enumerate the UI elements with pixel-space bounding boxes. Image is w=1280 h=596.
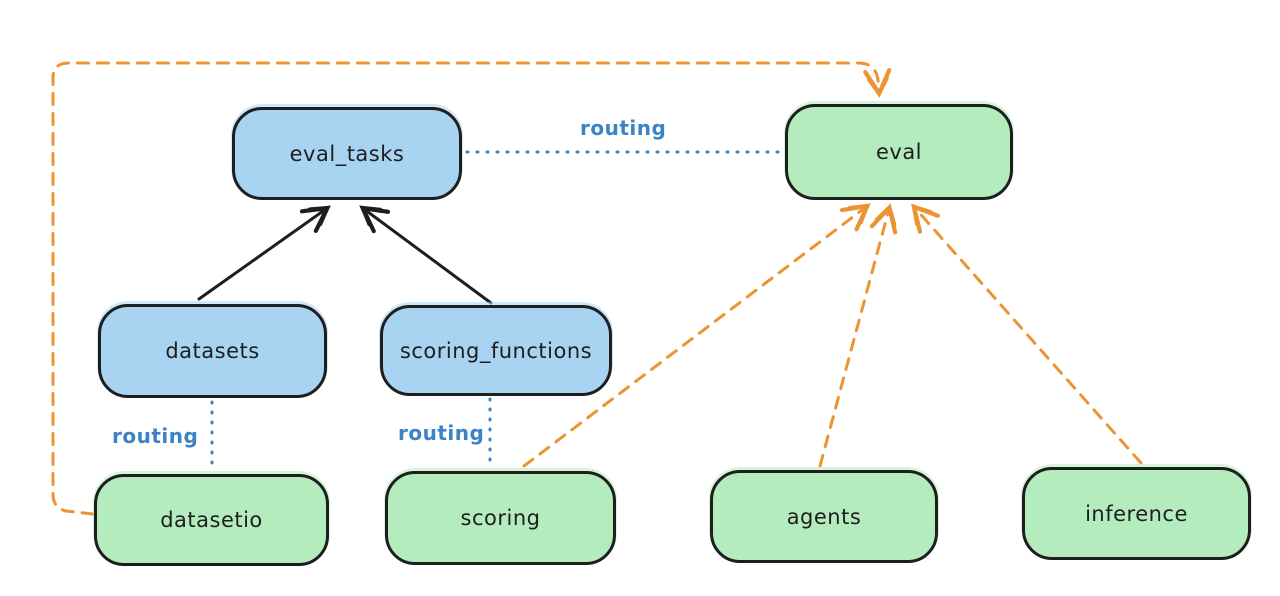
node-datasets: datasets: [98, 304, 327, 398]
node-scoring-label: scoring: [460, 506, 541, 530]
node-agents-label: agents: [786, 504, 862, 529]
node-datasetio: datasetio: [94, 474, 329, 566]
node-eval-label: eval: [875, 140, 923, 164]
edge-label-routing-datasets-datasetio: routing: [112, 424, 199, 448]
node-inference-label: inference: [1085, 501, 1188, 526]
node-scoring-functions-label: scoring_functions: [399, 338, 593, 363]
arrow-scoring-functions-to-eval-tasks: [359, 205, 493, 305]
node-inference: inference: [1022, 467, 1251, 560]
dashed-datasetio-to-eval: [51, 61, 892, 516]
dashed-scoring-to-eval: [522, 203, 871, 468]
node-datasets-label: datasets: [165, 339, 260, 363]
node-eval-tasks: eval_tasks: [232, 107, 462, 200]
node-scoring-functions: scoring_functions: [380, 305, 612, 396]
arrow-datasets-to-eval-tasks: [197, 205, 331, 301]
node-datasetio-label: datasetio: [160, 508, 263, 532]
dashed-inference-to-eval: [911, 203, 1143, 465]
node-eval: eval: [785, 104, 1013, 200]
node-scoring: scoring: [385, 471, 616, 565]
node-eval-tasks-label: eval_tasks: [289, 141, 405, 166]
edge-label-routing-eval-tasks-eval: routing: [580, 116, 667, 140]
edge-label-routing-scoring-functions-scoring: routing: [398, 421, 485, 445]
node-agents: agents: [710, 470, 938, 563]
dashed-agents-to-eval: [818, 203, 898, 468]
